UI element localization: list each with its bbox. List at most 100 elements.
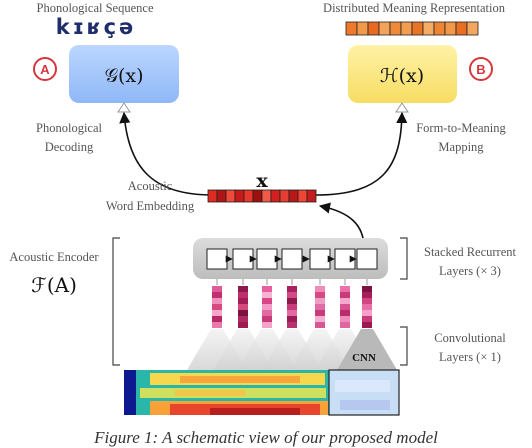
conv-unit (287, 298, 297, 304)
conv-unit (340, 298, 350, 304)
phonological-sequence-label: Phonological Sequence (37, 1, 154, 15)
meaning-cell (367, 21, 380, 36)
meaning-cell (356, 21, 369, 36)
badge-a: A (33, 57, 57, 81)
rnn-cell (206, 248, 228, 270)
phonological-decoding-label-2: Decoding (45, 140, 94, 154)
encoder-bracket (112, 237, 120, 366)
conv-unit (212, 322, 222, 328)
conv-unit (238, 298, 248, 304)
meaning-representation-label: Distributed Meaning Representation (323, 1, 506, 15)
rnn-cell (334, 248, 356, 270)
conv-unit (287, 304, 297, 310)
conv-unit (287, 310, 297, 316)
conv-unit (362, 286, 372, 292)
embedding-cell (288, 189, 299, 203)
conv-unit (262, 316, 272, 322)
conv-unit (212, 304, 222, 310)
conv-unit (315, 304, 325, 310)
conv-unit (362, 292, 372, 298)
conv-unit (238, 322, 248, 328)
conv-unit (315, 286, 325, 292)
form-to-meaning-label-1: Form-to-Meaning (416, 121, 506, 135)
conv-cone (337, 329, 397, 370)
conv-unit (238, 316, 248, 322)
conv-unit (315, 322, 325, 328)
conv-unit (340, 316, 350, 322)
conv-unit (238, 286, 248, 292)
conv-unit (362, 310, 372, 316)
phonological-decoding-label-1: Phonological (36, 121, 102, 135)
meaning-cell (422, 21, 435, 36)
meaning-cell (466, 21, 479, 36)
embedding-cell (270, 189, 281, 203)
arrow-to-decoder (119, 111, 213, 196)
mapper-function: ℋ(x) (380, 65, 424, 87)
conv-unit (287, 286, 297, 292)
badge-b: B (469, 57, 493, 81)
recurrent-label-2: Layers (× 3) (439, 264, 501, 278)
conv-unit (287, 322, 297, 328)
recurrent-bracket (400, 237, 408, 280)
mapper-arrow-tip (395, 102, 409, 113)
meaning-cell (389, 21, 402, 36)
meaning-cell (345, 21, 358, 36)
conv-unit (262, 286, 272, 292)
conv-unit (212, 316, 222, 322)
embedding-label-2: Word Embedding (106, 199, 195, 213)
decoder-function: 𝒢(x) (104, 65, 143, 87)
spectrogram (124, 369, 400, 416)
conv-unit (340, 310, 350, 316)
rnn-cell (356, 248, 378, 270)
conv-unit (238, 304, 248, 310)
mapper-box: ℋ(x) (348, 45, 457, 103)
conv-label-1: Convolutional (434, 331, 506, 345)
embedding-cell (207, 189, 218, 203)
conv-unit (238, 310, 248, 316)
embedding-cell (243, 189, 254, 203)
meaning-cell (444, 21, 457, 36)
conv-unit (262, 304, 272, 310)
rnn-cell (309, 248, 331, 270)
meaning-cell (455, 21, 468, 36)
conv-unit (287, 292, 297, 298)
conv-unit (238, 292, 248, 298)
conv-unit (287, 316, 297, 322)
embedding-cell (261, 189, 272, 203)
conv-unit (362, 316, 372, 322)
form-to-meaning-label-2: Mapping (438, 140, 484, 154)
conv-unit (262, 310, 272, 316)
meaning-cell (411, 21, 424, 36)
embedding-cell (225, 189, 236, 203)
conv-unit (340, 292, 350, 298)
conv-unit (315, 298, 325, 304)
acoustic-encoder-label: Acoustic Encoder (9, 250, 99, 264)
embedding-cell (279, 189, 290, 203)
conv-unit (262, 322, 272, 328)
rnn-cell (232, 248, 254, 270)
embedding-label-1: Acoustic (128, 179, 173, 193)
embedding-cell (216, 189, 227, 203)
phoneme-sequence: kɪʁçə (56, 15, 137, 39)
conv-unit (362, 322, 372, 328)
conv-unit (212, 292, 222, 298)
conv-unit (340, 322, 350, 328)
svg-text:B: B (476, 62, 485, 77)
decoder-arrow-tip (117, 102, 131, 113)
embedding-cell (297, 189, 308, 203)
conv-unit (262, 292, 272, 298)
meaning-cell (378, 21, 391, 36)
recurrent-label-1: Stacked Recurrent (424, 245, 517, 259)
conv-unit (340, 286, 350, 292)
meaning-cell (433, 21, 446, 36)
conv-unit (315, 292, 325, 298)
rnn-cell (256, 248, 278, 270)
conv-unit (362, 298, 372, 304)
conv-unit (212, 298, 222, 304)
rnn-cell (281, 248, 303, 270)
conv-unit (315, 316, 325, 322)
embedding-cell (252, 189, 263, 203)
meaning-vector (345, 21, 479, 36)
conv-cones (187, 329, 397, 370)
